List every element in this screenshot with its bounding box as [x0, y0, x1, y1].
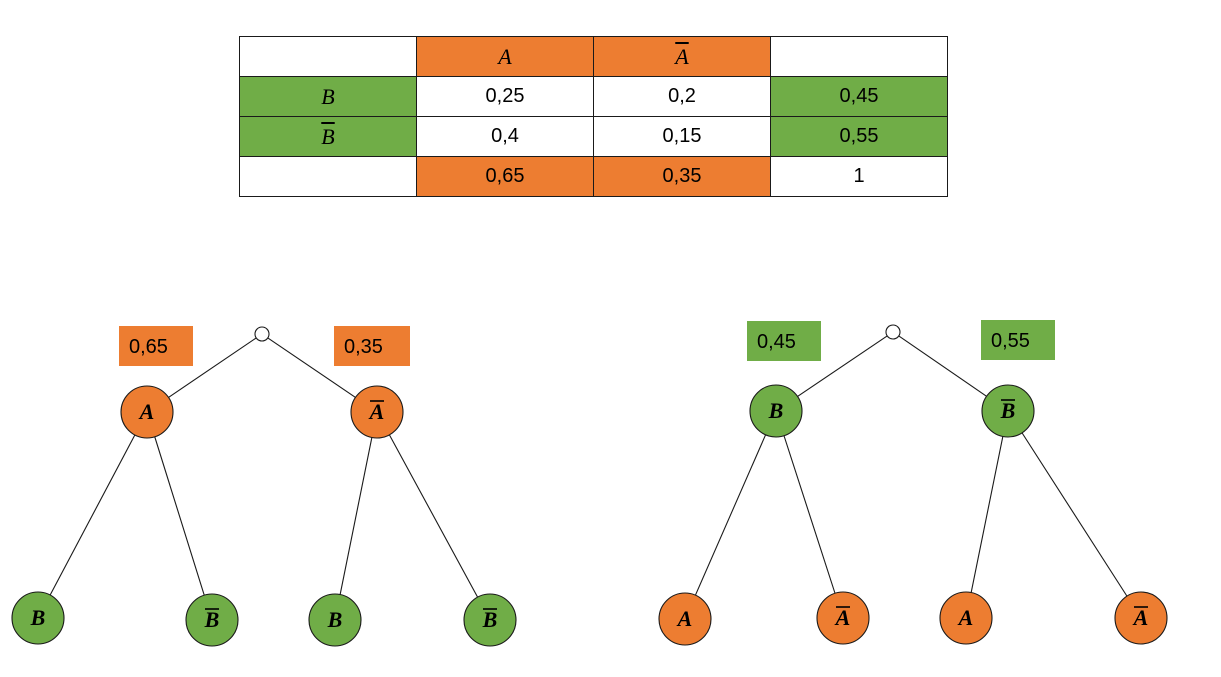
- node-label-text: A: [1132, 605, 1149, 630]
- probability-box: [334, 326, 410, 366]
- table-cell: 0,65: [416, 156, 594, 197]
- leaf-node: [939, 591, 993, 645]
- table-cell: [770, 36, 948, 77]
- tree-edge: [694, 434, 767, 596]
- tree-edge: [898, 335, 987, 397]
- tree-edge: [797, 335, 888, 397]
- node-label-text: B: [30, 605, 46, 630]
- table-cell: 0,25: [416, 76, 594, 117]
- event-label: A: [498, 43, 512, 69]
- table-cell: [239, 156, 417, 197]
- node-label-text: A: [676, 606, 693, 631]
- node-label: B: [30, 605, 46, 630]
- tree-edge: [388, 434, 479, 598]
- tree-edge: [154, 436, 205, 596]
- cell-value: 0,45: [839, 85, 879, 107]
- table-cell: 0,2: [593, 76, 771, 117]
- cell-value: 0,55: [839, 125, 879, 147]
- node-label: B: [768, 398, 784, 423]
- table-cell: 0,35: [593, 156, 771, 197]
- tree-edge: [1021, 432, 1128, 597]
- tree-edge: [49, 434, 136, 596]
- cell-value: 0,35: [662, 165, 702, 187]
- probability-box: [981, 320, 1055, 360]
- leaf-node: [658, 592, 712, 646]
- node-label: B: [482, 607, 498, 632]
- node-label: B: [1000, 398, 1016, 423]
- tree-node: [981, 384, 1035, 438]
- probability-label: 0,35: [344, 336, 383, 358]
- node-label-text: B: [204, 607, 220, 632]
- node-label-text: B: [482, 607, 498, 632]
- tree-node: [120, 385, 174, 439]
- event-label: A: [675, 43, 689, 69]
- event-label: B: [321, 83, 335, 109]
- node-label: B: [204, 607, 220, 632]
- cell-value: 1: [853, 165, 865, 187]
- leaf-node: [11, 591, 65, 645]
- node-label: A: [676, 606, 693, 631]
- node-label-text: A: [834, 605, 851, 630]
- table-cell: 0,4: [416, 116, 594, 157]
- node-label-text: B: [768, 398, 784, 423]
- leaf-node: [308, 593, 362, 647]
- table-cell: 0,55: [770, 116, 948, 157]
- node-label-text: A: [368, 399, 385, 424]
- cell-value: 0,2: [668, 85, 696, 107]
- table-cell: A: [593, 36, 771, 77]
- leaf-node: [185, 593, 239, 647]
- cell-value: 0,65: [485, 165, 525, 187]
- cell-value: 0,4: [491, 125, 519, 147]
- tree-1: 0,65 0,35A A B B B B: [11, 326, 517, 647]
- cell-value: 0,25: [485, 85, 525, 107]
- table-cell: [239, 36, 417, 77]
- tree-2: 0,45 0,55B B A A A A: [658, 320, 1168, 646]
- probability-label: 0,65: [129, 336, 168, 358]
- node-label: A: [1132, 605, 1149, 630]
- node-label: A: [138, 399, 155, 424]
- leaf-node: [816, 591, 870, 645]
- probability-label: 0,55: [991, 330, 1030, 352]
- leaf-node: [463, 593, 517, 647]
- table-cell: 0,45: [770, 76, 948, 117]
- probability-box: [119, 326, 193, 366]
- node-label: A: [957, 605, 974, 630]
- node-label-text: B: [327, 607, 343, 632]
- table-row: 0,65 0,35 1: [239, 156, 948, 197]
- node-label: B: [327, 607, 343, 632]
- tree-node: [350, 385, 404, 439]
- tree-edge: [783, 435, 836, 594]
- probability-label: 0,45: [757, 331, 796, 353]
- probability-box: [747, 321, 821, 361]
- tree-edge: [168, 337, 257, 398]
- table-cell: 1: [770, 156, 948, 197]
- tree-node: [749, 384, 803, 438]
- table-row: B 0,4 0,15 0,55: [239, 116, 948, 157]
- node-label-text: B: [1000, 398, 1016, 423]
- table-cell: B: [239, 76, 417, 117]
- node-label: A: [368, 399, 385, 424]
- node-label: A: [834, 605, 851, 630]
- node-label-text: A: [138, 399, 155, 424]
- tree-edge: [339, 437, 373, 595]
- node-label-text: A: [957, 605, 974, 630]
- event-label: B: [321, 123, 335, 149]
- root-node: [254, 326, 270, 342]
- table-row: B 0,25 0,2 0,45: [239, 76, 948, 117]
- tree-edge: [970, 436, 1004, 593]
- cell-value: 0,15: [662, 125, 702, 147]
- tree-edge: [267, 337, 356, 398]
- table-cell: 0,15: [593, 116, 771, 157]
- root-node: [885, 324, 901, 340]
- leaf-node: [1114, 591, 1168, 645]
